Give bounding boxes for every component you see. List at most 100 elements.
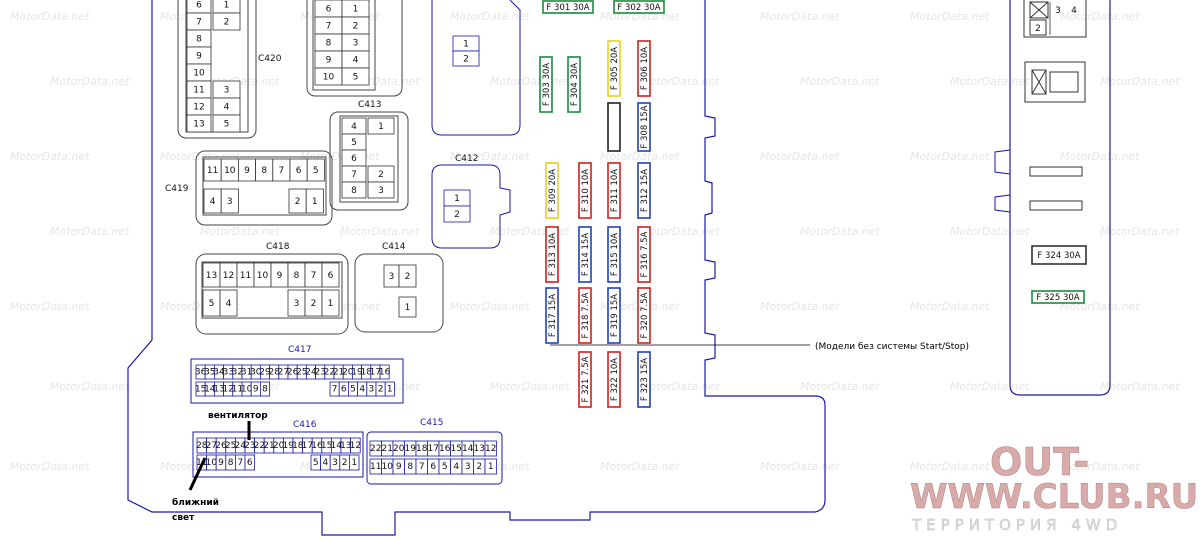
c415-pin-label: 16 — [439, 444, 451, 454]
c418-cell — [219, 289, 238, 317]
low-beam-pointer — [188, 457, 207, 491]
f307-slot-fuse — [607, 102, 621, 152]
watermark-text: MotorData.net — [1100, 380, 1180, 393]
c417-pin-label: 21 — [333, 368, 344, 378]
relay-top-cell — [1029, 19, 1047, 36]
c413-pin-label: 3 — [378, 186, 384, 196]
c416-pin-label: 8 — [228, 458, 234, 468]
f317-fuse-label: F 317 15A — [548, 294, 558, 337]
fan-annotation: вентилятор — [208, 411, 268, 421]
c419-cell — [220, 188, 239, 214]
c416-label: C416 — [293, 420, 317, 430]
watermark-text: MotorData.net — [910, 300, 990, 313]
c420-pin-label: 7 — [196, 18, 202, 28]
f325-fuse — [1031, 290, 1085, 304]
top2-cell — [341, 67, 370, 86]
c416-pin-label: 2 — [342, 458, 348, 468]
f321-fuse — [578, 351, 592, 408]
c417-pin-label: 2 — [378, 385, 384, 395]
c420-pin-label: 5 — [224, 120, 230, 130]
c420-cell — [186, 114, 212, 133]
f325-fuse-label: F 325 30A — [1036, 293, 1079, 303]
relay-top-pin-label: 4 — [1071, 6, 1077, 16]
c415-pin-label: 18 — [416, 444, 428, 454]
c413-cell — [341, 181, 367, 199]
c417-pin-label: 20 — [342, 368, 354, 378]
c417-pin-label: 32 — [232, 368, 243, 378]
c419-pin-label: 7 — [279, 166, 285, 176]
c419-pin-label: 4 — [210, 197, 216, 207]
relay-slot — [1029, 166, 1083, 177]
f324-fuse — [1031, 245, 1087, 265]
logo-line-3: ТЕРРИТОРИЯ 4WD — [911, 516, 1122, 534]
f318-fuse-label: F 318 7.5A — [581, 292, 591, 338]
watermark-text: MotorData.net — [800, 225, 880, 238]
c418-cell — [321, 262, 340, 288]
f311-fuse — [607, 162, 621, 219]
f321-fuse-label: F 321 7.5A — [581, 356, 591, 402]
watermark-text: MotorData.net — [50, 75, 130, 88]
c418-pin-label: 2 — [311, 299, 317, 309]
c418-pin-label: 9 — [277, 271, 283, 281]
c416-pin-label: 1 — [351, 458, 357, 468]
watermark-text: MotorData.net — [910, 10, 990, 23]
watermark-text: MotorData.net — [490, 380, 570, 393]
f306-fuse — [637, 40, 651, 97]
relay-mid-cell — [1049, 71, 1079, 93]
c420-pin-label: 4 — [224, 103, 230, 113]
watermark-text: MotorData.net — [10, 460, 90, 473]
c413-pin-label: 7 — [351, 170, 357, 180]
relay-top-pin-label: 3 — [1055, 6, 1061, 16]
f310-fuse — [578, 162, 592, 219]
f319-fuse — [607, 287, 621, 344]
f324-fuse-label: F 324 30A — [1037, 251, 1080, 261]
c419-pin-label: 2 — [295, 197, 301, 207]
f317-fuse — [545, 287, 559, 344]
relay-top-housing — [1023, 0, 1087, 38]
c413-pin-label: 1 — [378, 122, 384, 132]
c417-pin-label: 3 — [369, 385, 375, 395]
c420-pin-label: 12 — [193, 103, 204, 113]
watermark-text: MotorData.net — [1060, 150, 1140, 163]
fuse-box-housing-outline — [127, 0, 826, 536]
f309-fuse — [545, 162, 559, 219]
watermark-text: MotorData.net — [1100, 225, 1180, 238]
c416-pin-label: 7 — [237, 458, 243, 468]
c417-pin-label: 1 — [387, 385, 393, 395]
c419-pin-label: 10 — [224, 166, 236, 176]
right-relay-housing — [1009, 0, 1111, 396]
watermark-text: MotorData.net — [450, 300, 530, 313]
logo-line-2: WWW.CLUB.RU — [910, 477, 1198, 517]
f302-fuse-label: F 302 30A — [617, 3, 660, 13]
watermark-text: MotorData.net — [450, 10, 530, 23]
watermark-text: MotorData.net — [450, 150, 530, 163]
c417-pin-label: 33 — [222, 368, 233, 378]
c413-pin-label: 4 — [351, 122, 357, 132]
c416-pin-label: 24 — [234, 441, 246, 451]
c416-pin-label: 4 — [323, 458, 329, 468]
c416-pin-label: 17 — [302, 441, 313, 451]
c420-pin-label: 10 — [193, 69, 205, 79]
c417-pin-label: 36 — [195, 368, 207, 378]
f301-fuse — [542, 0, 594, 14]
c415-pin-label: 6 — [430, 462, 436, 472]
c417-pin-label: 22 — [324, 368, 335, 378]
relay-slot — [1029, 200, 1083, 211]
c416-cell — [350, 437, 361, 454]
c417-pin-label: 25 — [296, 368, 307, 378]
c420-pin-label: 13 — [193, 120, 204, 130]
c416-cell — [244, 454, 256, 471]
c417-cell — [379, 364, 390, 380]
c419-inner — [202, 156, 327, 216]
c419-cell — [306, 158, 325, 182]
f303-fuse-label: F 303 30A — [542, 63, 552, 106]
c418-inner — [201, 261, 343, 319]
c417-pin-label: 28 — [268, 368, 280, 378]
c417-pin-label: 11 — [232, 385, 243, 395]
f313-fuse-label: F 313 10A — [548, 233, 558, 276]
watermark-text: MotorData.net — [490, 75, 570, 88]
f322-fuse — [607, 351, 621, 408]
c417-pin-label: 5 — [350, 385, 356, 395]
watermark-text: MotorData.net — [1100, 75, 1180, 88]
